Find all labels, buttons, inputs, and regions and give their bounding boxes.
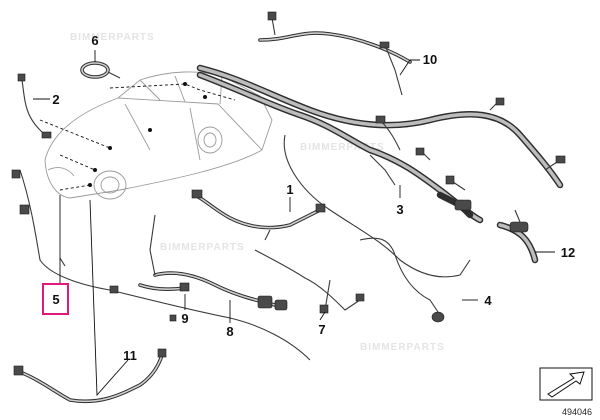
callout-4: 4 <box>484 293 492 308</box>
callout-10: 10 <box>423 52 437 67</box>
callout-9: 9 <box>181 311 188 326</box>
callout-6: 6 <box>91 33 98 48</box>
part-reference-number: 494046 <box>561 407 592 417</box>
arrow-orientation-icon <box>539 367 593 401</box>
watermark-text-3: BIMMERPARTS <box>160 242 245 253</box>
leader-lines <box>33 50 555 397</box>
harness-part-6 <box>80 61 121 79</box>
duct-part-12 <box>496 209 539 264</box>
callout-8: 8 <box>226 324 233 339</box>
location-pointers <box>39 82 236 191</box>
callout-11: 11 <box>123 348 137 363</box>
watermark-text-4: BIMMERPARTS <box>360 342 445 353</box>
harness-part-3 <box>196 71 484 224</box>
watermark-text-1: BIMMERPARTS <box>70 32 155 43</box>
harness-part-7 <box>254 249 365 314</box>
cable-part-11 <box>13 348 167 404</box>
callout-2: 2 <box>52 92 59 107</box>
harness-part-2 <box>17 73 52 139</box>
harness-part-4 <box>283 134 471 323</box>
callout-labels: 6 2 10 1 3 4 12 9 8 7 11 5 <box>42 33 575 363</box>
cable-part-5 <box>11 169 311 361</box>
harness-part-10 <box>196 11 566 189</box>
callout-7: 7 <box>318 322 325 337</box>
watermark-text-2: BIMMERPARTS <box>300 142 385 153</box>
harness-part-8 <box>149 214 288 311</box>
watermark-layer: BIMMERPARTS BIMMERPARTS BIMMERPARTS BIMM… <box>70 32 445 353</box>
callout-12: 12 <box>561 245 575 260</box>
callout-5: 5 <box>52 292 59 307</box>
vehicle-outline <box>44 71 273 200</box>
harness-part-9 <box>138 282 190 322</box>
callout-5-highlight-box <box>42 283 69 315</box>
callout-1: 1 <box>286 182 293 197</box>
callout-3: 3 <box>396 202 403 217</box>
harness-part-1 <box>191 189 326 241</box>
